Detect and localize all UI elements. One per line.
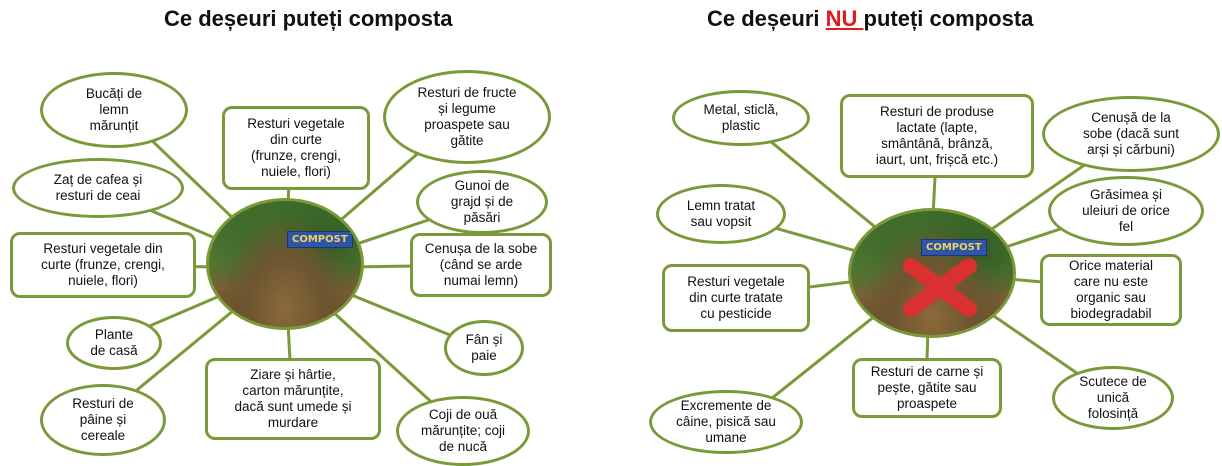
left-compost-sign: COMPOST — [287, 231, 353, 248]
left-node-hay-straw: Fân și paie — [444, 320, 524, 376]
left-node-garden-waste-left: Resturi vegetale din curte (frunze, cren… — [10, 232, 196, 298]
right-compost-image: COMPOST — [848, 208, 1016, 338]
right-node-excrement: Excremente de câine, pisică sau umane — [649, 390, 803, 454]
right-title-nu: NU — [825, 6, 864, 31]
right-node-treated-wood: Lemn tratat sau vopsit — [656, 184, 786, 244]
left-node-manure: Gunoi de grajd și de păsări — [416, 170, 548, 234]
left-node-houseplants: Plante de casă — [66, 316, 162, 370]
right-title-pre: Ce deșeuri — [707, 6, 826, 31]
right-node-coal-ash: Cenușă de la sobe (dacă sunt arși și căr… — [1042, 96, 1220, 172]
left-compost-image: COMPOST — [206, 198, 364, 330]
left-node-paper-cardboard: Ziare și hârtie, carton mărunțite, dacă … — [205, 358, 381, 440]
right-node-diapers: Scutece de unică folosință — [1052, 366, 1174, 430]
right-node-non-organic: Orice material care nu este organic sau … — [1040, 254, 1182, 326]
right-node-meat-fish: Resturi de carne și pește, gătite sau pr… — [852, 358, 1002, 418]
right-node-dairy: Resturi de produse lactate (lapte, smânt… — [840, 94, 1034, 178]
right-compost-sign: COMPOST — [921, 239, 987, 256]
left-node-garden-waste-top: Resturi vegetale din curte (frunze, cren… — [222, 106, 370, 190]
right-node-fats-oils: Grăsimea și uleiuri de orice fel — [1048, 176, 1204, 246]
left-node-wood-ash: Cenușa de la sobe (când se arde numai le… — [410, 233, 552, 297]
right-title: Ce deșeuri NU puteți composta — [707, 6, 1033, 32]
right-title-post: puteți composta — [863, 6, 1034, 31]
red-x-icon — [903, 258, 977, 317]
right-node-metal-glass-plastic: Metal, sticlă, plastic — [672, 90, 810, 146]
right-node-pesticide-garden: Resturi vegetale din curte tratate cu pe… — [662, 264, 810, 332]
left-node-fruit-vegetables: Resturi de fructe și legume proaspete sa… — [383, 70, 551, 164]
left-node-eggshells-nutshells: Coji de ouă mărunțite; coji de nucă — [396, 396, 530, 466]
left-title: Ce deșeuri puteți composta — [164, 6, 453, 31]
left-node-bread-cereals: Resturi de pâine și cereale — [40, 384, 166, 456]
left-node-wood-chips: Bucăți de lemn mărunțit — [40, 72, 188, 148]
left-node-coffee-tea: Zaț de cafea și resturi de ceai — [12, 158, 184, 218]
